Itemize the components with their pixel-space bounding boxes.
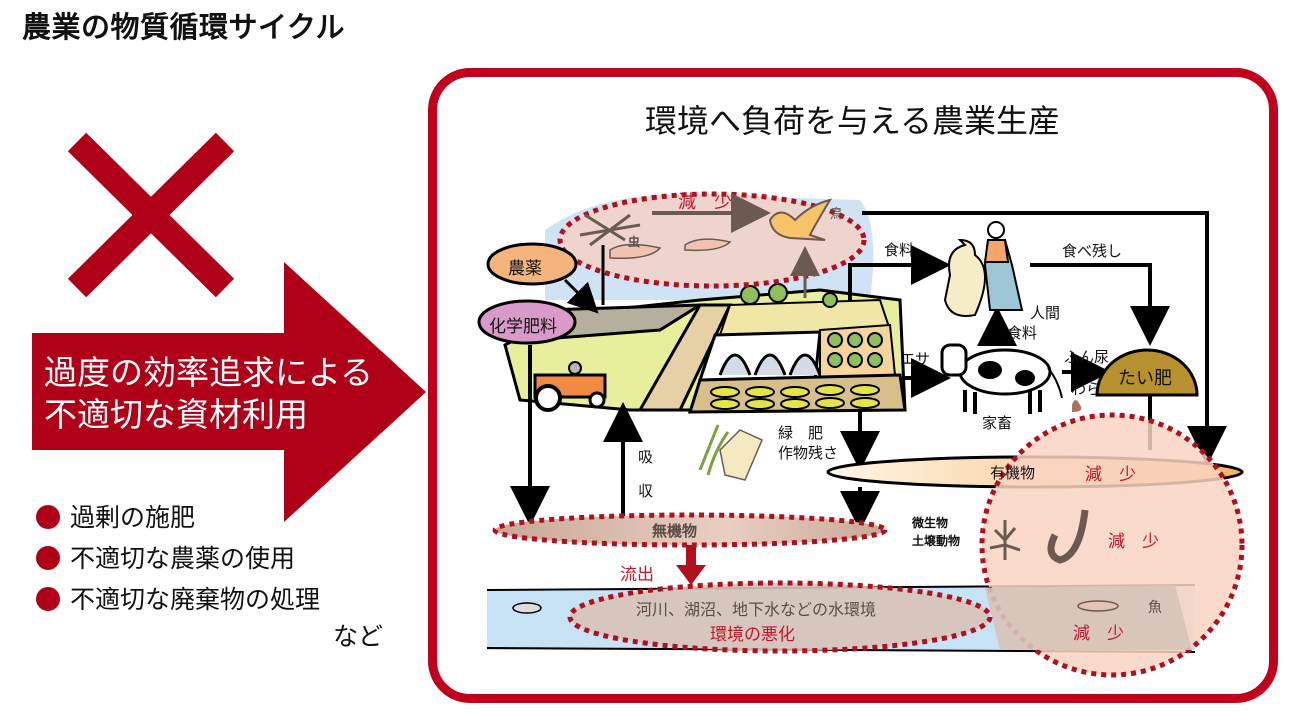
compost-dome [1095,348,1199,397]
label-pesticide: 農薬 [508,259,542,279]
bullet-item: 不適切な農薬の使用 [36,539,295,575]
earthworm-icon [1047,509,1089,564]
label-chem-fertilizer: 化学肥料 [489,317,557,337]
bird-icon [768,198,833,241]
label-environment-worsen: 環境の悪化 [710,625,795,645]
label-green-manure: 緑 肥 [778,424,824,442]
farm-fields-illustration [503,283,907,414]
label-manure: ふん尿 [1064,348,1110,366]
bullet-item: 不適切な廃棄物の処理 [36,580,320,616]
arrow-text: 過度の効率追求による 不適切な資材利用 [44,352,373,436]
cow-icon [940,343,1082,414]
inorganic-matter-oval [492,512,888,548]
cross-mark-icon [67,132,235,298]
label-decrease-fish: 減 少 [1073,624,1124,644]
label-human: 人間 [1030,304,1061,322]
label-soil-animals: 土壌動物 [912,534,961,548]
insect-icon [579,213,641,247]
microbe-icon [989,520,1021,560]
green-manure-icon [698,424,763,481]
fish-icon-right [1077,600,1119,612]
label-livestock: 家畜 [982,414,1013,432]
pesticide-oval [486,242,578,286]
label-fish: 魚 [1148,600,1162,616]
arrow-food-to-human [848,245,951,300]
label-absorb-2: 収 [638,482,654,500]
arrow-text-line1: 過度の効率追求による [44,353,374,392]
fish-icon-left [512,602,542,614]
label-decrease-soil: 減 少 [1108,532,1159,552]
runoff-arrow [676,565,706,585]
human-icon [943,221,1024,317]
label-straw: わら [1071,380,1102,398]
big-arrow-shape [32,262,426,522]
label-food-1: 食料 [884,241,915,259]
label-absorb-1: 吸 [638,448,654,466]
arrow-text-line2: 不適切な資材利用 [44,395,308,434]
label-decrease-organic: 減 少 [1085,465,1136,485]
cloud-shape [609,238,732,260]
label-food-2: 食料 [1007,324,1038,342]
label-organic: 有機物 [990,464,1036,482]
arrow-bird-to-organic [862,211,1227,466]
label-compost: たい肥 [1118,368,1172,389]
water-environment-highlight [567,580,993,654]
label-runoff: 流出 [620,565,654,585]
bullet-dot-icon [36,587,60,611]
label-insect: 虫 [628,235,641,249]
bullet-dot-icon [36,505,60,529]
fertilizer-oval [477,299,577,345]
bullet-item: 過剰の施肥 [36,498,195,534]
panel-title: 環境へ負荷を与える農業生産 [645,102,1061,140]
label-bird: 鳥 [830,207,844,222]
arrow-leftovers [1030,263,1170,346]
arrow-pesticide [563,278,599,314]
tractor-icon [533,361,607,412]
label-feed: エサ [900,350,931,368]
label-inorganic: 無機物 [652,522,698,540]
label-leftovers: 食べ残し [1062,242,1123,260]
page-title: 農業の物質循環サイクル [22,10,346,44]
bullet-dot-icon [36,546,60,570]
label-water-environment: 河川、湖沼、地下水などの水環境 [636,600,877,619]
label-microbes: 微生物 [912,516,949,530]
etc-text: など [333,622,384,651]
label-crop-residue: 作物残さ [778,444,839,462]
label-decrease-top: 減 少 [678,192,732,213]
